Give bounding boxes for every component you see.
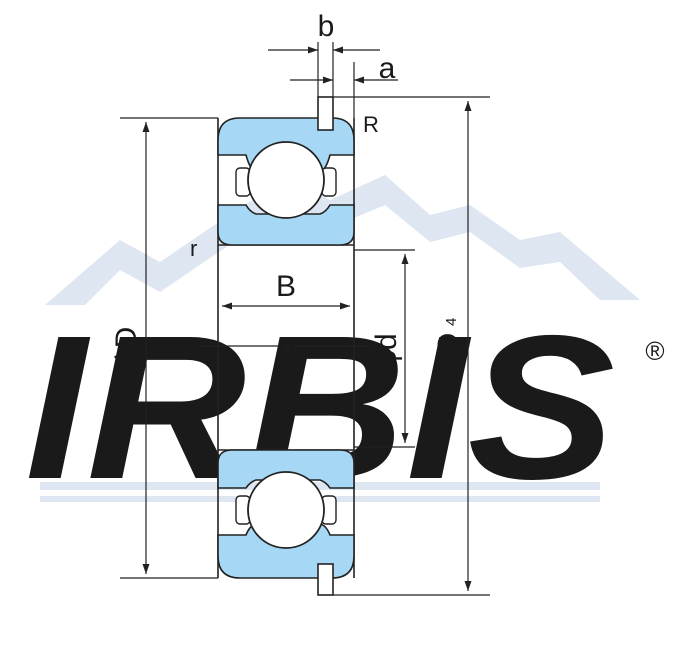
label-a: a (379, 52, 396, 85)
inner-ring-bottom (217, 449, 355, 489)
label-phi-D4-subscript: 4 (443, 318, 460, 326)
label-phi-D4-symbol: ϕD (432, 333, 465, 371)
watermark-underline-1 (40, 482, 600, 490)
label-R: R (363, 112, 379, 137)
label-phi-d: ϕd (370, 333, 403, 367)
cage-bottom (235, 495, 337, 525)
label-B: B (276, 270, 296, 303)
inner-ring-top (217, 204, 355, 246)
watermark-brand: IRBIS (25, 293, 615, 522)
label-phi-D: ϕD (110, 327, 143, 365)
cage-top (235, 167, 337, 197)
ball-bottom (247, 471, 325, 549)
ball-top (247, 141, 325, 219)
label-phi-D4: ϕD 4 (432, 318, 465, 372)
watermark-mountains (45, 175, 640, 305)
snap-ring-bottom (317, 563, 334, 596)
label-b: b (318, 10, 335, 43)
label-r: r (190, 236, 197, 261)
dimension-lines (120, 42, 490, 596)
watermark-registered-mark: ® (645, 336, 664, 366)
snap-ring-top (317, 96, 334, 131)
